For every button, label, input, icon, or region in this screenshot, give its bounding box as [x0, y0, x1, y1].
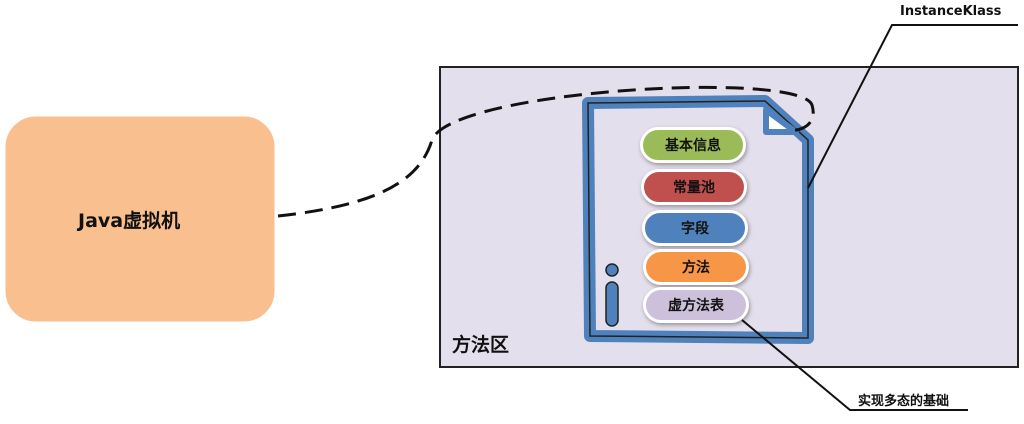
field-methods: 方法 — [643, 249, 749, 285]
dashed-connector — [277, 85, 815, 218]
info-icon-dot — [605, 263, 619, 277]
field-constant-pool: 常量池 — [641, 169, 747, 205]
jvm-box — [2, 113, 278, 325]
vtable-note-leader — [741, 319, 968, 411]
field-basic-info: 基本信息 — [640, 127, 746, 163]
method-area-label: 方法区 — [452, 334, 510, 356]
field-vtable: 虚方法表 — [643, 287, 749, 323]
field-fields: 字段 — [642, 210, 748, 246]
jvm-label: Java虚拟机 — [78, 210, 181, 232]
vtable-note-label: 实现多态的基础 — [858, 394, 950, 409]
instance-klass-leader — [807, 24, 1018, 189]
instance-klass-label: InstanceKlass — [900, 4, 1002, 19]
info-icon-bar — [605, 281, 619, 327]
page-fold — [763, 107, 799, 135]
